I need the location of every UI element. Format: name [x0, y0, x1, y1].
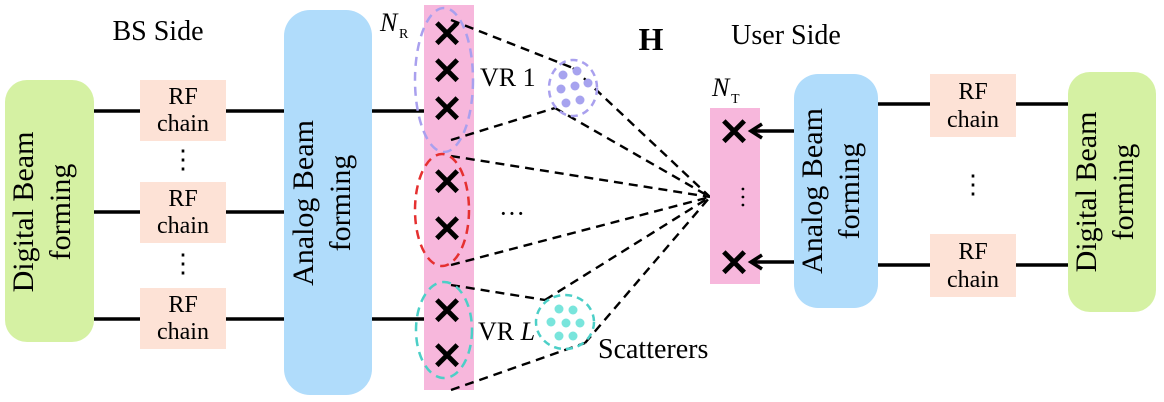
svg-text:chain: chain	[157, 319, 209, 345]
nt-label: N T	[711, 73, 740, 107]
bs-rf-chain-3: RF chain	[140, 288, 226, 349]
svg-text:RF: RF	[958, 239, 987, 265]
bs-antenna-array	[424, 5, 474, 390]
svg-text:forming: forming	[833, 143, 866, 240]
channel-label: H	[639, 21, 664, 57]
svg-text:R: R	[399, 27, 409, 42]
svg-text:chain: chain	[947, 267, 999, 293]
antenna-element-mark: ✕	[431, 51, 463, 93]
vr-1-label: VR 1	[480, 63, 536, 92]
antenna-element-mark: ✕	[431, 162, 463, 204]
svg-text:chain: chain	[157, 111, 209, 137]
svg-text:forming: forming	[44, 164, 77, 261]
svg-text:N: N	[711, 73, 731, 102]
scatterers-label: Scatterers	[598, 334, 708, 365]
svg-text:forming: forming	[1107, 144, 1140, 241]
nr-label: N R	[379, 8, 409, 42]
vr-middle-ellipse	[413, 152, 471, 268]
vr-1-ellipse	[413, 6, 475, 154]
bs-antenna-elements: ✕ ✕ ✕ ✕ ✕ ✕ ✕	[431, 14, 463, 378]
bs-rf-vdots-2: ⋮	[170, 249, 196, 278]
user-rf-chain-1: RF chain	[930, 74, 1016, 137]
svg-text:N: N	[379, 8, 399, 37]
antenna-element-mark: ✕	[431, 336, 463, 378]
bs-digital-beamforming-block: Digital Beam forming	[5, 80, 94, 342]
svg-text:RF: RF	[168, 84, 197, 110]
antenna-element-mark: ✕	[431, 209, 463, 251]
bs-rf-chain-1: RF chain	[140, 80, 226, 141]
user-digital-beamforming-block: Digital Beam forming	[1068, 72, 1156, 312]
svg-text:T: T	[731, 92, 740, 107]
antenna-element-mark: ✕	[718, 112, 750, 154]
user-side-title: User Side	[731, 20, 841, 51]
svg-text:RF: RF	[958, 79, 987, 105]
svg-text:Analog Beam: Analog Beam	[796, 108, 829, 274]
svg-text:chain: chain	[157, 213, 209, 239]
vr-l-label: VR L	[478, 317, 535, 346]
connection-lines	[94, 102, 1068, 321]
svg-text:Analog Beam: Analog Beam	[287, 120, 320, 286]
middle-ellipsis: ···	[499, 199, 525, 228]
user-rf-chain-2: RF chain	[930, 234, 1016, 297]
bs-analog-beamforming-block: Analog Beam forming	[284, 10, 372, 395]
svg-text:Digital Beam: Digital Beam	[7, 132, 40, 293]
bs-rf-vdots-1: ⋮	[170, 145, 196, 174]
user-analog-beamforming-block: Analog Beam forming	[794, 74, 878, 308]
antenna-element-mark: ✕	[718, 243, 750, 285]
svg-text:RF: RF	[168, 292, 197, 318]
svg-text:Digital Beam: Digital Beam	[1070, 112, 1103, 273]
svg-text:forming: forming	[324, 155, 357, 252]
scatterer-cluster-2	[534, 293, 596, 351]
user-antenna-array	[710, 108, 760, 284]
antenna-element-mark: ✕	[431, 89, 463, 131]
bs-side-title: BS Side	[112, 16, 203, 47]
user-antenna-feeds	[747, 122, 794, 271]
vr-l-ellipse	[414, 280, 474, 380]
antenna-element-mark: ✕	[431, 291, 463, 333]
bs-rf-chain-2: RF chain	[140, 182, 226, 243]
antenna-element-mark: ✕	[431, 14, 463, 56]
scatterer-cluster-1	[547, 58, 599, 118]
user-rf-vdots: ⋮	[960, 170, 986, 199]
user-antenna-ellipsis: ···	[729, 185, 755, 209]
user-antenna-elements: ✕ ✕	[718, 112, 750, 285]
svg-text:chain: chain	[947, 107, 999, 133]
svg-text:RF: RF	[168, 186, 197, 212]
